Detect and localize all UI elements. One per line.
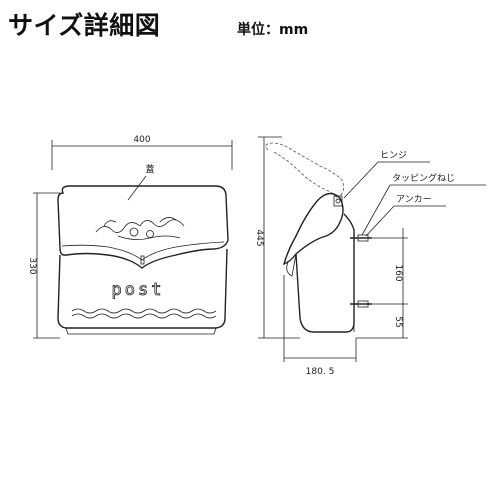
- open-lid-inner: [273, 151, 339, 201]
- lid-inner-edge: [61, 241, 225, 261]
- callout-screw-leader: [361, 184, 391, 236]
- side-body: [295, 213, 355, 333]
- side-height-label: 445: [254, 229, 264, 246]
- open-lid-outline: [265, 142, 344, 197]
- callout-anchor-leader: [365, 205, 395, 237]
- lid-ornament: [95, 217, 185, 240]
- page-title: サイズ詳細図: [8, 11, 161, 40]
- callout-anchor: アンカー: [396, 194, 432, 205]
- side-lid: [282, 192, 344, 266]
- lid-label: 蓋: [145, 163, 154, 175]
- callout-hinge: ヒンジ: [380, 150, 407, 161]
- side-view: 445 160 55 180. 5: [254, 136, 486, 377]
- wave-decoration-2: [71, 313, 217, 319]
- hinge: [333, 195, 343, 207]
- callout-hinge-leader: [343, 161, 379, 199]
- wave-decoration-1: [71, 308, 217, 314]
- mailbox-base: [65, 327, 217, 335]
- unit-label: 単位：mm: [237, 22, 309, 38]
- post-text: post: [112, 280, 165, 300]
- bottom-offset-label: 55: [393, 316, 403, 327]
- front-view: 400 330 蓋 post: [27, 135, 233, 339]
- lid-leader-line: [127, 175, 147, 201]
- upper-anchor: [350, 234, 372, 242]
- mailbox-lid: [57, 185, 229, 269]
- mail-slot-latch: [140, 255, 145, 265]
- side-body-inner: [286, 253, 297, 277]
- mailbox-body: [57, 248, 228, 329]
- width-label: 400: [133, 135, 150, 145]
- spacing-label: 160: [393, 264, 403, 281]
- lower-anchor: [350, 300, 372, 308]
- callout-tapping-screw: タッピングねじ: [392, 172, 455, 184]
- hinge-pin: [335, 198, 341, 204]
- depth-label: 180. 5: [306, 367, 335, 377]
- height-label: 330: [27, 257, 37, 274]
